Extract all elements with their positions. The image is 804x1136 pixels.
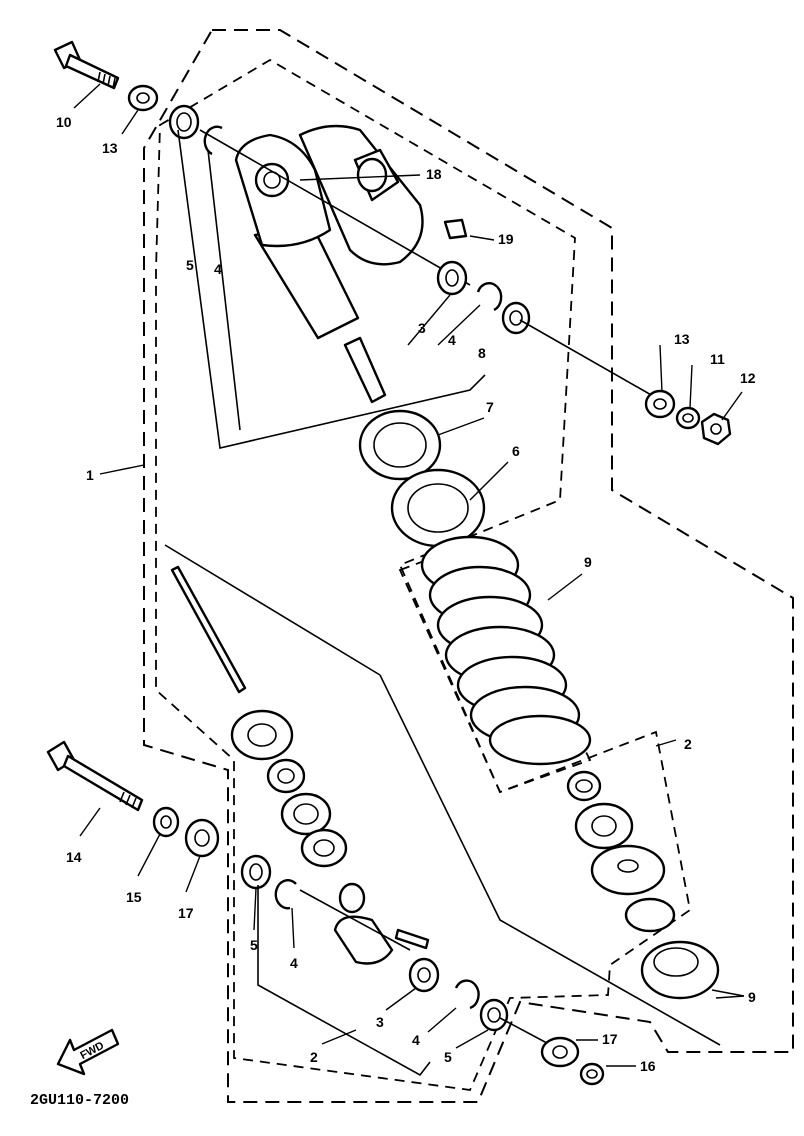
callout-11: 11 (710, 351, 725, 367)
washer-11 (675, 406, 701, 430)
bolt-10 (53, 40, 120, 90)
spring-guide-7 (358, 409, 442, 481)
bolt-14 (46, 740, 144, 812)
lower-cap (640, 940, 720, 1000)
lower-long-bracket (379, 674, 721, 1046)
lower-spring-seat (590, 844, 666, 896)
leader-lines (73, 83, 745, 1067)
circlip-4-upper-right (476, 282, 503, 312)
circlip-4-lower-right (454, 979, 480, 1010)
lower-group-bracket (257, 885, 431, 1077)
oil-seal-5-upper (168, 104, 200, 140)
spring-seat-6 (390, 468, 486, 548)
lower-eye (333, 882, 430, 965)
callout-3-upper: 3 (418, 320, 426, 336)
collar-nut-13-upper (127, 84, 159, 112)
callout-9-lower: 9 (748, 989, 756, 1005)
upper-group-bracket-b (207, 149, 241, 431)
washer-16 (579, 1062, 605, 1086)
collar-17-left (184, 818, 220, 858)
fwd-arrow-icon: FWD (56, 1028, 120, 1076)
callout-13-right: 13 (674, 331, 690, 347)
nut-12 (700, 412, 732, 446)
callout-10: 10 (56, 114, 72, 130)
callout-15: 15 (126, 889, 142, 905)
lower-seal-1 (230, 709, 294, 761)
bushing-3-lower (408, 957, 440, 993)
callout-3-lower: 3 (376, 1014, 384, 1030)
bushing-3-upper (436, 260, 468, 296)
lower-axis-line (164, 544, 381, 676)
callout-4-upper-right: 4 (448, 332, 456, 348)
lower-collar-2 (300, 828, 348, 868)
callout-12: 12 (740, 370, 756, 386)
callout-2-right: 2 (684, 736, 692, 752)
oil-seal-5-lower (240, 854, 272, 890)
spring-9 (420, 535, 592, 766)
callout-8: 8 (478, 345, 486, 361)
callout-14: 14 (66, 849, 82, 865)
callout-6: 6 (512, 443, 520, 459)
callout-16: 16 (640, 1058, 656, 1074)
cap-washer (624, 897, 676, 933)
callout-4-upper: 4 (214, 261, 222, 277)
callout-4-lower-right: 4 (412, 1032, 420, 1048)
callout-5-lower: 5 (250, 937, 258, 953)
collar-17-right (540, 1036, 580, 1068)
callout-13-upper: 13 (102, 140, 118, 156)
pushrod (170, 565, 247, 694)
callout-4-lower: 4 (290, 955, 298, 971)
bolt-19 (443, 218, 468, 240)
assembly-boundary-outer (143, 29, 794, 1103)
callout-9-spring: 9 (584, 554, 592, 570)
callout-5-upper: 5 (186, 257, 194, 273)
callout-1: 1 (86, 467, 94, 483)
axis-line-right (519, 319, 661, 401)
upper-group-bracket (177, 129, 486, 449)
circlip-4-lower (274, 879, 297, 910)
callout-17-left: 17 (178, 905, 194, 921)
oil-seal-5-lower-right (479, 998, 509, 1032)
washer-15 (152, 806, 180, 838)
callout-5-lower-right: 5 (444, 1049, 452, 1065)
lower-axis-line-2 (299, 889, 411, 951)
lower-collar-1 (266, 758, 306, 794)
callout-19: 19 (498, 231, 514, 247)
callout-17-right: 17 (602, 1031, 618, 1047)
assembly-boundary-inner (155, 58, 691, 1091)
needle-bearing (280, 792, 332, 836)
callout-7: 7 (486, 399, 494, 415)
bump-rubber (574, 802, 634, 850)
callout-18: 18 (426, 166, 442, 182)
stopper-collar (566, 770, 602, 802)
shaft-line-upper (199, 129, 471, 286)
diagram-code: 2GU110-7200 (30, 1092, 129, 1109)
collar-13-right (644, 389, 676, 419)
oil-seal-5-upper-right (501, 301, 531, 335)
callout-2-lower: 2 (310, 1049, 318, 1065)
